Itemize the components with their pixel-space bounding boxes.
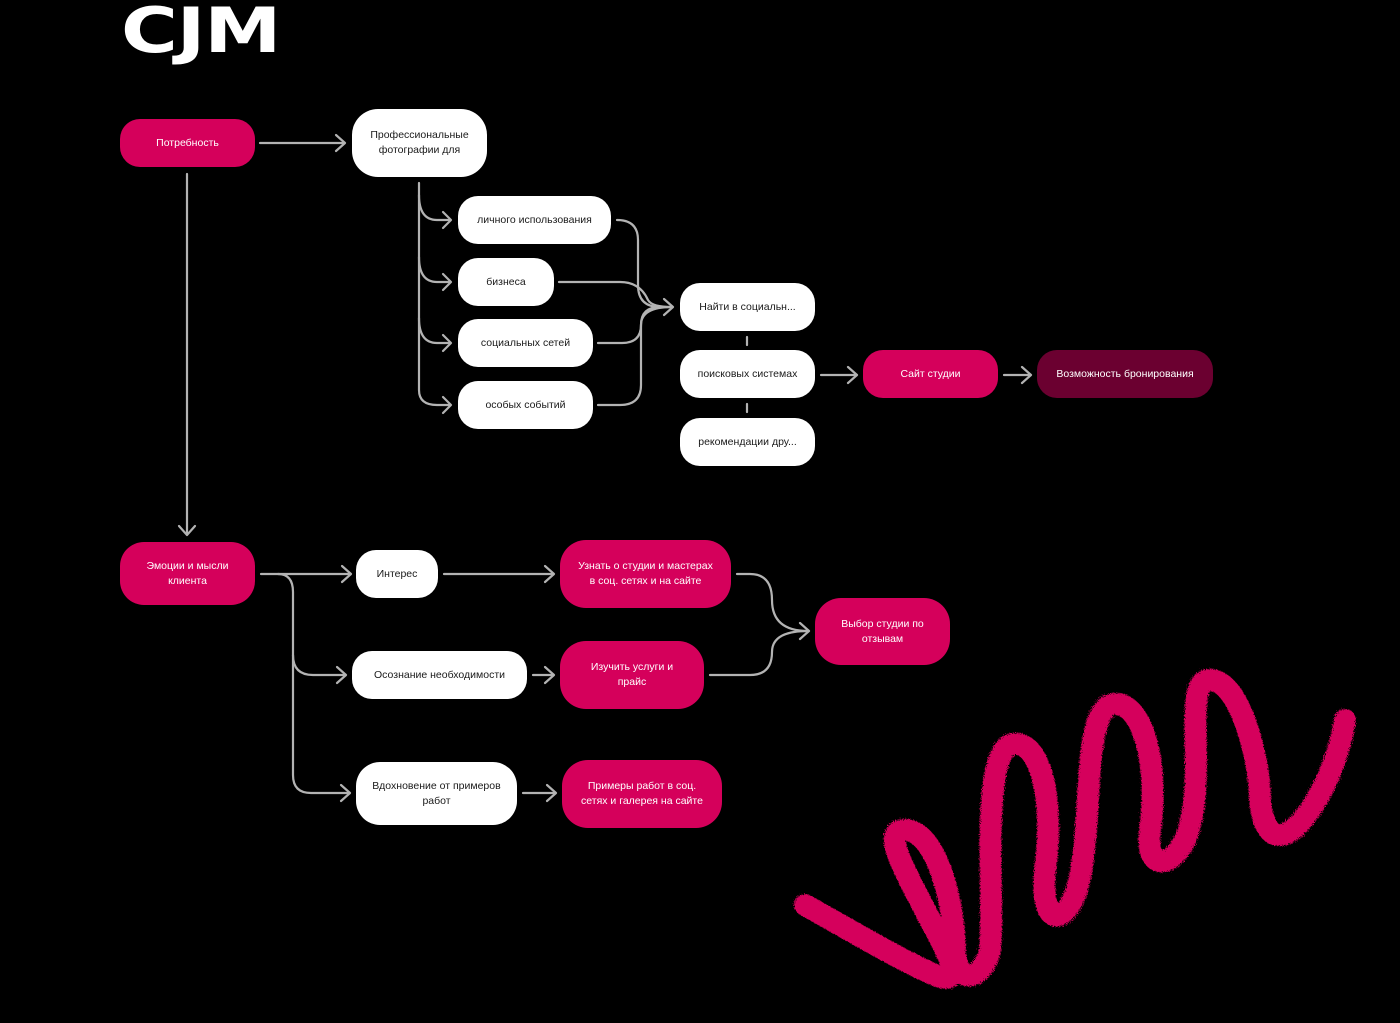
node-label: особых событий: [485, 398, 566, 411]
arrowhead: [1020, 365, 1033, 385]
pink-scribble-decoration: [794, 669, 1356, 989]
node-label: Изучить услуги и прайс: [590, 661, 674, 688]
node-label: Эмоции и мысли клиента: [146, 559, 229, 587]
arrowhead: [441, 272, 453, 292]
node-label: поисковых системах: [697, 367, 798, 380]
arrowhead: [441, 210, 453, 230]
connector-to-social: [417, 316, 452, 345]
node-find-social[interactable]: Найти в социальн...: [680, 283, 815, 331]
node-label: Вдохновение от примеров работ: [372, 779, 501, 807]
node-label: Узнать о студии и мастерах в соц. сетях …: [578, 560, 713, 587]
node-label: Осознание необходимости: [374, 668, 505, 681]
arrowhead: [335, 665, 348, 685]
node-label: рекомендации дру...: [698, 435, 797, 448]
node-emotions[interactable]: Эмоции и мысли клиента: [120, 542, 255, 605]
node-need[interactable]: Потребность: [120, 119, 255, 167]
node-search[interactable]: поисковых системах: [680, 350, 815, 398]
node-business[interactable]: бизнеса: [458, 258, 554, 306]
node-pro-photos[interactable]: Профессиональные фотографии для: [352, 109, 487, 177]
connector-business-merge: [557, 280, 674, 309]
node-label: бизнеса: [486, 275, 526, 288]
arrowhead: [543, 665, 556, 685]
node-label: Потребность: [156, 136, 219, 149]
connector-emotions-trunk: [276, 572, 350, 795]
node-events[interactable]: особых событий: [458, 381, 593, 429]
connector-to-personal: [417, 193, 452, 222]
connector-to-awareness: [291, 653, 347, 677]
node-label: Профессиональные фотографии для: [370, 129, 469, 156]
node-recommend[interactable]: рекомендации дру...: [680, 418, 815, 466]
connector-pro-photos-trunk: [417, 181, 452, 407]
arrowhead: [441, 395, 453, 415]
arrowhead: [543, 564, 556, 584]
node-label: личного использования: [477, 213, 592, 226]
connector-events-merge: [596, 305, 662, 407]
node-study-services[interactable]: Изучить услуги и прайс: [560, 641, 704, 709]
node-label: социальных сетей: [480, 336, 571, 349]
connector-personal-merge: [615, 218, 674, 309]
arrowhead: [339, 783, 352, 803]
connector-social-merge: [596, 305, 674, 345]
page-title: CJM: [121, 0, 281, 67]
arrowhead: [662, 297, 675, 317]
node-inspiration[interactable]: Вдохновение от примеров работ: [356, 762, 517, 825]
arrowhead: [441, 333, 453, 353]
node-social[interactable]: социальных сетей: [458, 319, 593, 367]
arrowhead: [334, 133, 347, 153]
connector-study-merge: [708, 629, 810, 677]
node-label: Возможность бронирования: [1056, 367, 1194, 380]
arrowhead: [545, 783, 558, 803]
node-label: Найти в социальн...: [699, 300, 796, 313]
node-awareness[interactable]: Осознание необходимости: [352, 651, 527, 699]
node-label: Интерес: [376, 567, 418, 580]
node-label: Выбор студии по отзывам: [841, 617, 924, 645]
arrowhead: [798, 621, 811, 641]
node-interest[interactable]: Интерес: [356, 550, 438, 598]
node-examples[interactable]: Примеры работ в соц. сетях и галерея на …: [562, 760, 722, 828]
connector-to-business: [417, 255, 452, 284]
node-learn-studio[interactable]: Узнать о студии и мастерах в соц. сетях …: [560, 540, 731, 608]
node-label: Сайт студии: [900, 367, 961, 380]
node-personal[interactable]: личного использования: [458, 196, 611, 244]
node-choose-studio[interactable]: Выбор студии по отзывам: [815, 598, 950, 665]
node-studio-site[interactable]: Сайт студии: [863, 350, 998, 398]
connector-learn-merge: [735, 572, 810, 633]
arrowhead: [846, 365, 859, 385]
node-booking[interactable]: Возможность бронирования: [1037, 350, 1213, 398]
arrowhead: [340, 564, 353, 584]
arrowhead: [177, 524, 197, 537]
node-label: Примеры работ в соц. сетях и галерея на …: [581, 780, 703, 807]
